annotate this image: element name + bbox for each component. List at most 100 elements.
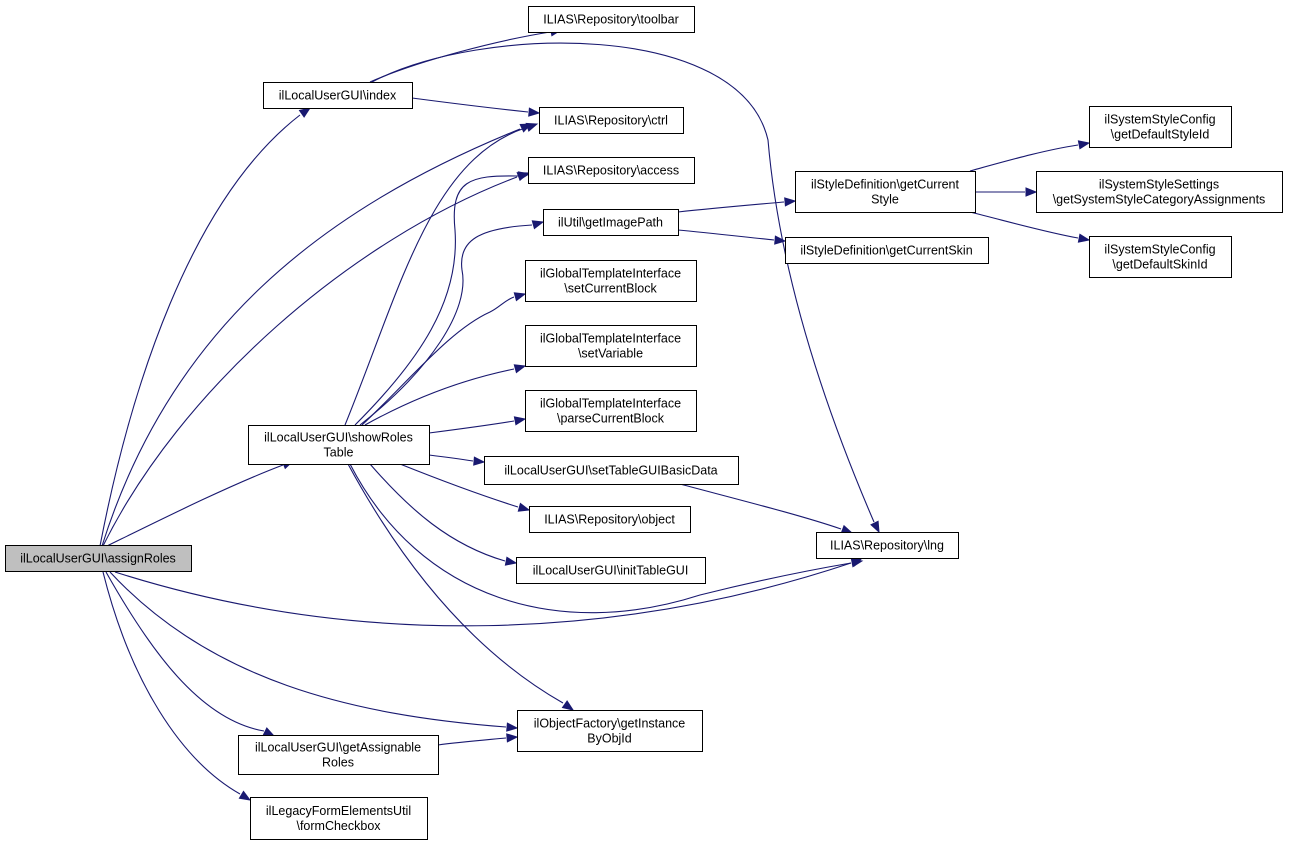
edge-line xyxy=(361,296,515,426)
node-setVariable[interactable]: ilGlobalTemplateInterface\setVariable xyxy=(525,325,697,367)
edge-line xyxy=(369,31,551,83)
node-box[interactable] xyxy=(1089,106,1232,148)
edge-arrowhead xyxy=(528,107,541,117)
edge-assignRoles-to-ctrl xyxy=(101,123,533,547)
edge-line xyxy=(105,571,265,732)
node-toolbar[interactable]: ILIAS\Repository\toolbar xyxy=(528,6,695,33)
node-getDefaultSkinId[interactable]: ilSystemStyleConfig\getDefaultSkinId xyxy=(1089,236,1232,278)
edge-line xyxy=(677,229,775,241)
node-label-line: ilLocalUserGUI\getAssignable xyxy=(255,741,421,755)
node-label-line: ilLocalUserGUI\showRoles xyxy=(264,431,413,445)
edge-assignRoles-to-getInstanceByObjId xyxy=(109,571,519,732)
edge-line xyxy=(399,463,519,508)
node-box[interactable] xyxy=(250,797,428,840)
edge-assignRoles-to-access xyxy=(102,172,530,547)
edge-arrowhead xyxy=(525,122,539,132)
edge-line xyxy=(102,176,518,547)
node-setCurrentBlock[interactable]: ilGlobalTemplateInterface\setCurrentBloc… xyxy=(525,260,697,302)
edge-line xyxy=(371,42,875,523)
node-label-line: \getDefaultSkinId xyxy=(1112,258,1207,272)
node-label-line: ilObjectFactory\getInstance xyxy=(534,717,686,731)
edge-showRolesTable-to-access xyxy=(354,171,531,426)
node-label-line: ilGlobalTemplateInterface xyxy=(540,397,681,411)
edge-arrowhead xyxy=(517,171,531,181)
node-box[interactable] xyxy=(1089,236,1232,278)
node-box[interactable] xyxy=(484,456,739,485)
edge-arrowhead xyxy=(504,556,518,566)
node-box[interactable] xyxy=(785,237,989,264)
node-box[interactable] xyxy=(543,209,679,236)
node-box[interactable] xyxy=(248,425,430,465)
node-label-line: ilSystemStyleConfig xyxy=(1104,113,1215,127)
node-label-line: ilLocalUserGUI\assignRoles xyxy=(20,552,176,566)
node-box[interactable] xyxy=(5,545,192,572)
edge-arrowhead xyxy=(238,790,252,801)
node-setTableGUIBasicData[interactable]: ilLocalUserGUI\setTableGUIBasicData xyxy=(484,456,739,485)
edge-line xyxy=(347,463,564,704)
node-label-line: ilUtil\getImagePath xyxy=(558,216,663,230)
node-box[interactable] xyxy=(238,735,439,775)
edge-showRolesTable-to-setVariable xyxy=(364,364,527,426)
edge-showRolesTable-to-setCurrentBlock xyxy=(361,292,527,426)
node-parseCurrentBlock[interactable]: ilGlobalTemplateInterface\parseCurrentBl… xyxy=(525,390,697,432)
node-assignRoles[interactable]: ilLocalUserGUI\assignRoles xyxy=(5,545,192,572)
node-lng[interactable]: ILIAS\Repository\lng xyxy=(816,532,959,559)
node-box[interactable] xyxy=(1036,171,1283,213)
node-index[interactable]: ilLocalUserGUI\index xyxy=(263,82,413,109)
edge-line xyxy=(679,483,842,530)
node-label-line: ilSystemStyleConfig xyxy=(1104,243,1215,257)
node-object[interactable]: ILIAS\Repository\object xyxy=(529,506,691,533)
node-box[interactable] xyxy=(795,171,976,213)
node-getDefaultStyleId[interactable]: ilSystemStyleConfig\getDefaultStyleId xyxy=(1089,106,1232,148)
node-box[interactable] xyxy=(263,82,413,109)
node-label-line: ilGlobalTemplateInterface xyxy=(540,267,681,281)
node-ctrl[interactable]: ILIAS\Repository\ctrl xyxy=(539,107,684,134)
node-box[interactable] xyxy=(517,710,703,752)
edge-index-to-ctrl xyxy=(411,97,541,117)
edge-arrowhead xyxy=(850,558,864,568)
edge-assignRoles-to-getAssignableRoles xyxy=(105,571,276,737)
edge-line xyxy=(359,224,533,426)
node-box[interactable] xyxy=(525,260,697,302)
node-getCurrentSkin[interactable]: ilStyleDefinition\getCurrentSkin xyxy=(785,237,989,264)
edge-arrowhead xyxy=(513,364,527,374)
edge-showRolesTable-to-lng xyxy=(349,463,864,614)
edge-arrowhead xyxy=(513,292,527,302)
edge-arrowhead xyxy=(513,416,527,426)
node-label-line: Table xyxy=(324,446,354,460)
edge-line xyxy=(969,211,1079,239)
node-access[interactable]: ILIAS\Repository\access xyxy=(528,157,695,184)
nodes-layer: ilLocalUserGUI\assignRoles ilLocalUserGUI… xyxy=(5,6,1283,840)
edge-assignRoles-to-formCheckbox xyxy=(102,571,252,801)
node-label-line: ilGlobalTemplateInterface xyxy=(540,332,681,346)
node-box[interactable] xyxy=(528,157,695,184)
node-label-line: ILIAS\Repository\lng xyxy=(830,539,944,553)
node-box[interactable] xyxy=(528,6,695,33)
node-getImagePath[interactable]: ilUtil\getImagePath xyxy=(543,209,679,236)
node-formCheckbox[interactable]: ilLegacyFormElementsUtil\formCheckbox xyxy=(250,797,428,840)
edge-arrowhead xyxy=(517,502,531,512)
node-label-line: \getSystemStyleCategoryAssignments xyxy=(1053,193,1266,207)
node-box[interactable] xyxy=(516,557,706,584)
edge-line xyxy=(428,420,515,434)
node-box[interactable] xyxy=(525,390,697,432)
node-label-line: \setVariable xyxy=(578,347,643,361)
edge-assignRoles-to-showRolesTable xyxy=(106,460,295,547)
node-label-line: ilLocalUserGUI\index xyxy=(279,89,397,103)
edge-getCurrentStyle-to-getSystemStyleCategoryAssignments xyxy=(974,187,1038,197)
node-box[interactable] xyxy=(539,107,684,134)
edge-line xyxy=(114,562,852,627)
node-box[interactable] xyxy=(816,532,959,559)
node-box[interactable] xyxy=(525,325,697,367)
edge-arrowhead xyxy=(561,700,575,711)
node-initTableGUI[interactable]: ilLocalUserGUI\initTableGUI xyxy=(516,557,706,584)
node-getSystemStyleCategoryAssignments[interactable]: ilSystemStyleSettings\getSystemStyleCate… xyxy=(1036,171,1283,213)
edge-line xyxy=(354,175,519,426)
node-label-line: \setCurrentBlock xyxy=(564,282,657,296)
node-box[interactable] xyxy=(529,506,691,533)
